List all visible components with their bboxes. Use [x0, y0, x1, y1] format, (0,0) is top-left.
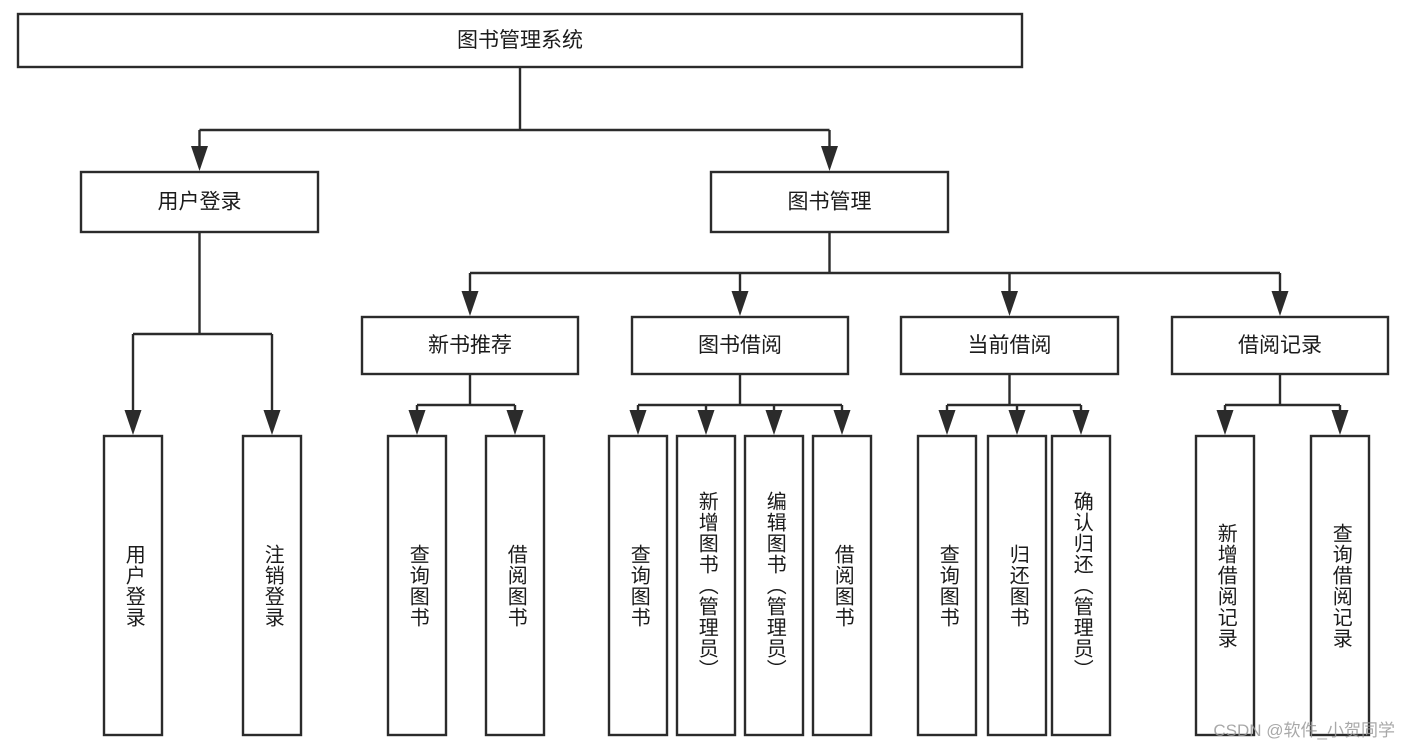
node-leaf-query-record[interactable]	[1309, 434, 1371, 737]
node-leaf-add-book[interactable]	[675, 434, 737, 737]
node-label-book-manage: 图书管理	[788, 191, 872, 214]
connector-edge-newbookrec-bus	[408, 374, 524, 435]
connector-edge-bookmanage-bus	[461, 232, 1289, 316]
connector-edge-borrowrecord-bus	[1216, 374, 1349, 435]
node-book-borrow[interactable]	[630, 315, 850, 376]
node-leaf-user-logout[interactable]	[241, 434, 303, 737]
node-label-book-borrow: 图书借阅	[698, 334, 782, 357]
node-leaf-add-record[interactable]	[1194, 434, 1256, 737]
node-borrow-record[interactable]	[1170, 315, 1390, 376]
node-label-borrow-record: 借阅记录	[1238, 334, 1322, 357]
node-leaf-confirm-return[interactable]	[1050, 434, 1112, 737]
connector-layer	[124, 67, 1349, 435]
node-label-user-login: 用户登录	[158, 191, 242, 214]
node-leaf-query-book-rec[interactable]	[386, 434, 448, 737]
node-leaf-borrow-book-rec[interactable]	[484, 434, 546, 737]
node-leaf-borrow-book-br[interactable]	[811, 434, 873, 737]
node-label-root: 图书管理系统	[457, 29, 583, 52]
node-current-borrow[interactable]	[899, 315, 1120, 376]
node-user-login[interactable]	[79, 170, 320, 234]
node-leaf-edit-book[interactable]	[743, 434, 805, 737]
node-leaf-return-book[interactable]	[986, 434, 1048, 737]
connector-edge-bookborrow-bus	[629, 374, 851, 435]
node-book-manage[interactable]	[709, 170, 950, 234]
node-new-book-rec[interactable]	[360, 315, 580, 376]
node-label-new-book-rec: 新书推荐	[428, 334, 512, 357]
node-root[interactable]	[16, 12, 1024, 69]
connector-edge-currentborrow-bus	[938, 374, 1090, 435]
node-box-layer	[16, 12, 1390, 737]
connector-edge-root-bus	[191, 67, 838, 171]
watermark-text: CSDN @软件_小贺同学	[1213, 721, 1395, 740]
node-leaf-query-book-br[interactable]	[607, 434, 669, 737]
node-label-current-borrow: 当前借阅	[968, 334, 1052, 357]
connector-edge-userlogin-bus	[124, 232, 281, 435]
node-leaf-user-login[interactable]	[102, 434, 164, 737]
node-leaf-query-book-cb[interactable]	[916, 434, 978, 737]
